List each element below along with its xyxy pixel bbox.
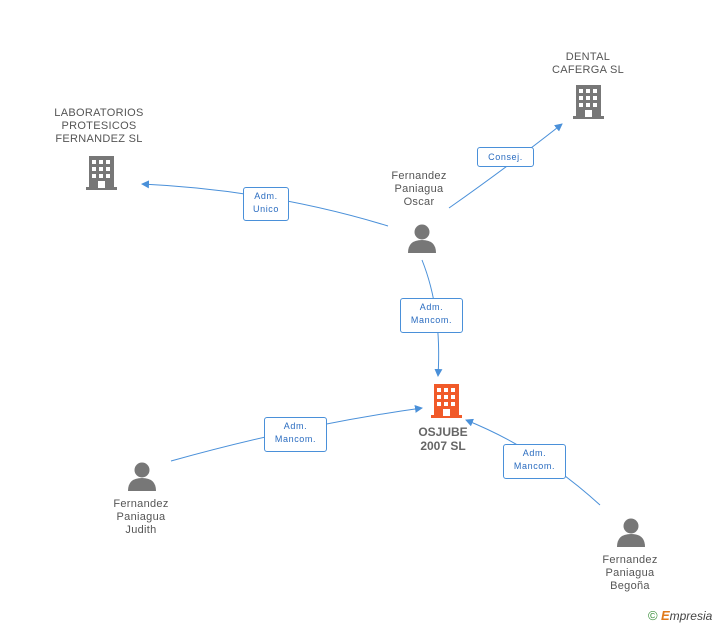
person-icon — [617, 518, 645, 547]
person-label-oscar[interactable]: Fernandez Paniagua Oscar — [391, 170, 447, 208]
company-label-osjube[interactable]: OSJUBE 2007 SL — [418, 425, 468, 453]
copyright-icon: © — [648, 608, 658, 623]
company-label-dental[interactable]: DENTAL CAFERGA SL — [551, 51, 625, 76]
relation-adm-mancom-oscar: Adm. Mancom. — [400, 298, 463, 333]
person-icon — [128, 462, 156, 491]
building-icon — [86, 156, 117, 190]
main-building-icon — [431, 384, 462, 418]
brand-name: mpresia — [669, 609, 713, 623]
empresia-logo[interactable]: © Empresia — [648, 608, 712, 623]
building-icon — [573, 85, 604, 119]
relation-adm-mancom-judith: Adm. Mancom. — [264, 417, 327, 452]
relation-adm-mancom-begona: Adm. Mancom. — [503, 444, 566, 479]
relation-consej: Consej. — [477, 147, 534, 167]
relation-adm-unico: Adm. Unico — [243, 187, 289, 221]
person-icon — [408, 224, 436, 253]
person-label-judith[interactable]: Fernandez Paniagua Judith — [113, 498, 169, 536]
company-label-laboratorios[interactable]: LABORATORIOS PROTESICOS FERNANDEZ SL — [54, 107, 144, 145]
person-label-begona[interactable]: Fernandez Paniagua Begoña — [602, 554, 658, 592]
brand-initial: E — [660, 608, 670, 623]
